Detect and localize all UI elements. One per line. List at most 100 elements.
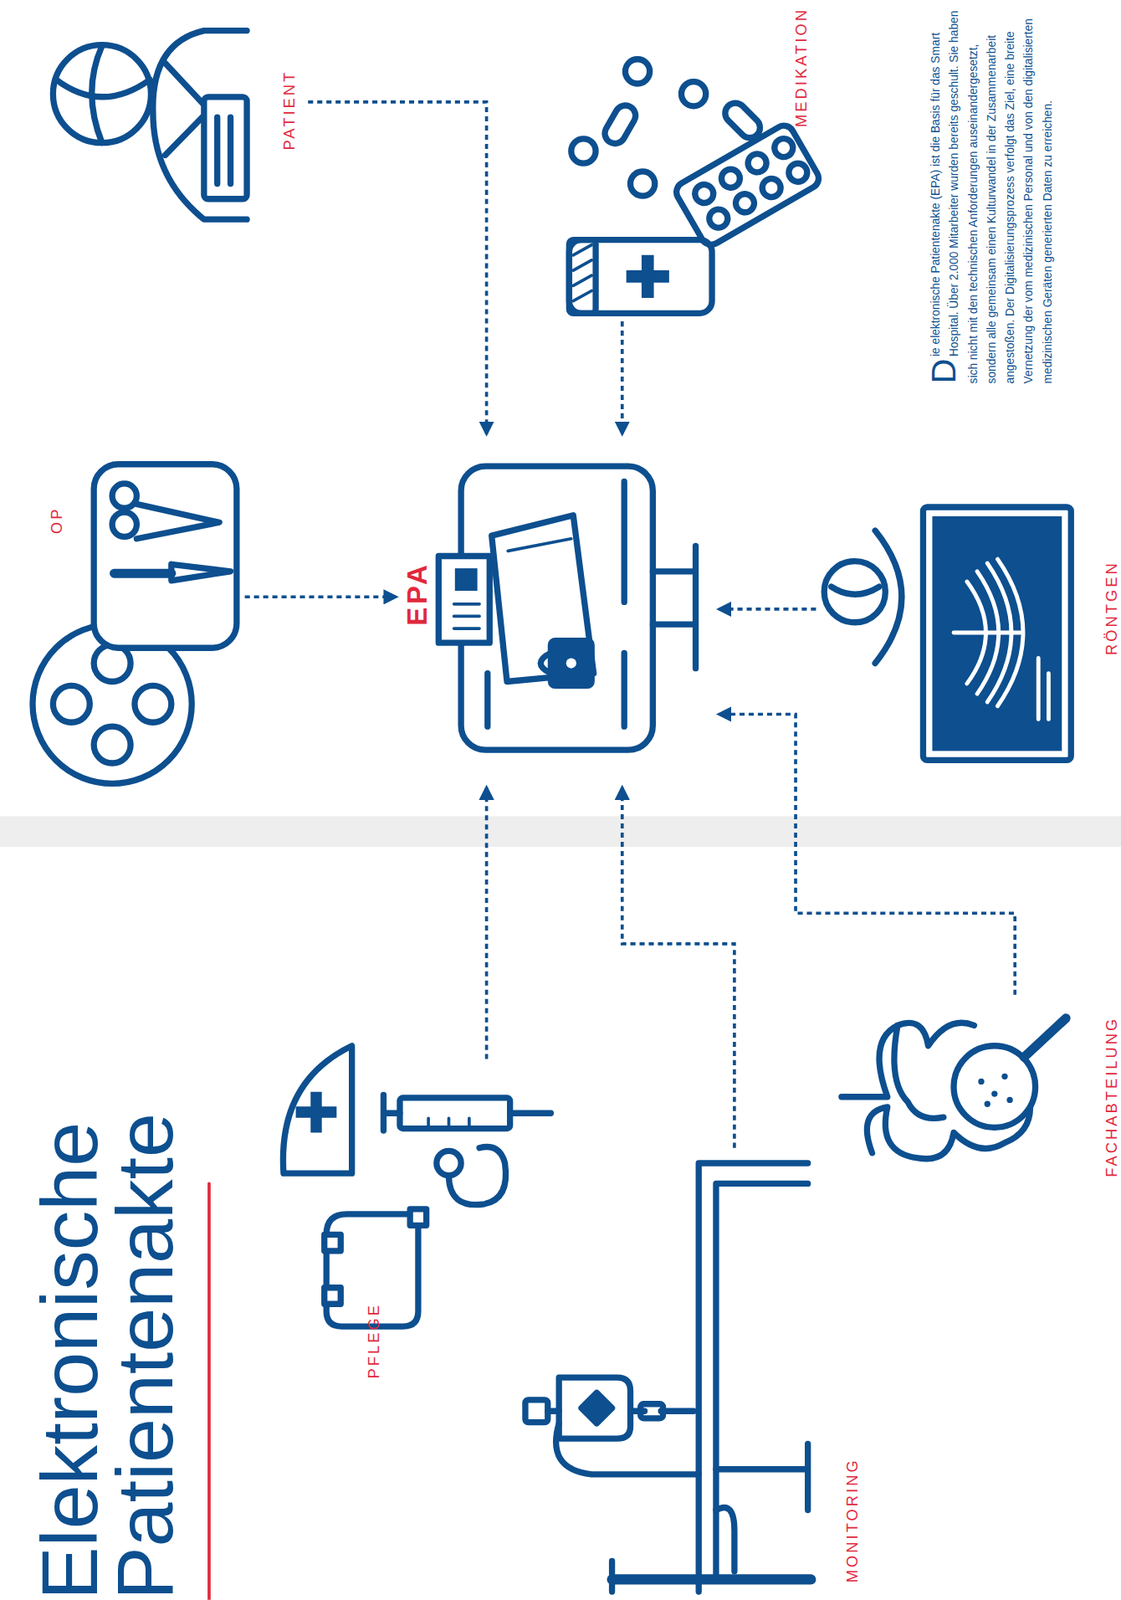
care-icon-part [409,1208,427,1226]
patient-icon-part [56,79,150,98]
node-label: RÖNTGEN [1101,560,1120,656]
epa-monitor-icon-part [550,640,592,686]
epa-monitor-icon-part [540,652,551,673]
epa-monitor-icon-part [454,604,480,629]
epa-node: EPA [395,433,720,788]
node-label: PFLEGE [364,1302,383,1378]
op-icon-part [134,685,172,722]
medication-icon-part-part [771,135,797,161]
medication-icon-part-part [691,181,717,207]
intestine-icon-part [991,1090,998,1096]
page-fold [0,815,1121,847]
medication-icon-part-part [672,122,823,249]
medication-icon-part [568,240,596,314]
intestine-icon-part [1001,1073,1008,1080]
medication-icon-part-part [717,165,743,191]
care-icon-part [399,1097,511,1129]
xray-icon-part-part [1038,657,1049,719]
patient-icon-part [204,97,247,200]
intestine-icon-part [1023,1018,1066,1057]
xray-icon-part-part [967,581,987,684]
care-icon-part [324,1233,342,1251]
op-icon-part [171,563,231,581]
epa-monitor-icon-part [652,545,696,668]
care-icon-part [436,1150,461,1175]
bed-icon [525,1162,811,1592]
dashed-connector [307,102,487,434]
dashed-connector [245,594,396,599]
patient-icon-part [153,30,247,221]
intestine-icon-part [894,1024,944,1118]
intestine-icon [841,1018,1066,1159]
node-label: MONITORING [843,1457,861,1582]
xray-icon-part [953,558,1049,719]
bed-icon-part [716,1182,809,1576]
medication-icon-part [568,240,712,314]
medication-icon-part-part [758,175,784,201]
xray-icon [824,506,1071,760]
patient-icon-part [92,46,103,144]
bed-icon-part [612,1443,809,1592]
node-label: FACHABTEILUNG [1101,1016,1120,1178]
bed-icon-part [558,1376,630,1439]
intestine-icon-part [984,1100,991,1107]
op-icon-part [136,503,220,538]
medication-icon-part-part [744,150,770,176]
care-icon-part [296,1091,338,1133]
medication-icon-part-part [785,159,811,185]
dashed-connector [719,714,1016,995]
bed-icon-part [716,1507,735,1572]
xray-icon-part [922,506,1071,760]
care-icon-part [324,1287,342,1305]
bed-icon-part [640,1403,664,1418]
epa-monitor-icon-part [507,538,572,552]
intestine-icon-part [1006,1096,1013,1103]
care-icon-part [282,1045,352,1173]
op-node: OP [30,464,246,817]
medication-icon-part [721,98,765,143]
medication-icon-part [672,122,823,249]
medication-icon-part-part [706,205,732,231]
op-icon-part [52,685,90,722]
medication-icon-part [626,255,670,298]
epa-monitor-icon [438,465,696,750]
op-icon-part [112,511,137,537]
bed-icon-part [612,1573,812,1584]
epa-monitor-icon-part [438,556,490,644]
page-title: Elektronische Patientenakte [31,1089,183,1600]
medication-icon-part [624,59,650,84]
care-icon-part [383,1094,551,1131]
dashed-connector [719,607,817,611]
patient-icon [52,30,247,221]
xray-icon-part [831,586,880,594]
xray-icon-part [931,516,1062,751]
dashed-connector [622,787,735,1147]
epa-monitor-icon-part [487,481,625,727]
op-icon-part [93,464,237,648]
op-icon-part [114,568,172,579]
bed-icon-part [525,1399,548,1423]
node-label: OP [47,506,66,535]
department-node: FACHABTEILUNG [836,994,1121,1204]
op-icon-part [112,483,137,508]
node-label: MEDIKATION [792,7,810,128]
dashed-connector [620,321,625,434]
care-node: PFLEGE [275,1059,556,1384]
xray-node: RÖNTGEN [815,499,1121,765]
medication-icon [568,59,823,314]
op-icon [32,464,237,784]
medication-icon-part [571,138,596,164]
patient-node: PATIENT [40,20,308,250]
epa-monitor-icon-part [566,657,577,668]
dashed-connector [485,787,489,1059]
patient-icon-part [217,117,231,184]
medication-icon-part [601,102,640,148]
patient-icon-part [52,45,151,144]
care-icon-part [428,1117,470,1128]
care-icon-part [448,1146,506,1204]
title-rule [207,1182,211,1599]
epa-monitor-icon-part [455,568,478,591]
intestine-icon-part [977,1078,984,1085]
medication-icon-part [630,171,656,196]
